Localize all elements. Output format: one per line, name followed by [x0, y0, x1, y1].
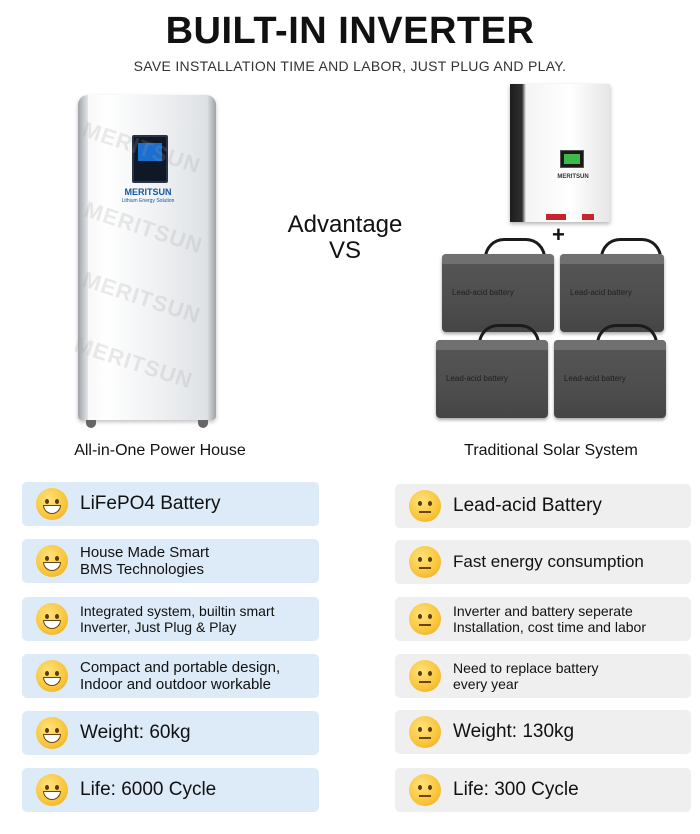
disadvantage-item: Weight: 130kg — [395, 710, 691, 754]
battery-label: Lead-acid battery — [570, 288, 632, 297]
advantage-item-text: Weight: 60kg — [80, 723, 191, 743]
advantage-item-line: Life: 6000 Cycle — [80, 779, 217, 800]
battery-label: Lead-acid battery — [452, 288, 514, 297]
inverter-image: MERITSUN — [510, 84, 610, 222]
vs-text: VS — [328, 237, 361, 264]
disadvantage-item-text: Lead-acid Battery — [453, 496, 602, 516]
disadvantage-item: Life: 300 Cycle — [395, 768, 691, 812]
neutral-face-icon — [409, 774, 441, 806]
disadvantage-item: Need to replace battery every year — [395, 654, 691, 698]
lead-acid-battery-image: Lead-acid battery — [442, 254, 554, 332]
watermark: MERITSUN — [79, 266, 204, 329]
battery-handle — [478, 324, 540, 347]
battery-lid — [554, 340, 666, 350]
grinning-face-icon — [36, 488, 68, 520]
disadvantage-item: Fast energy consumption — [395, 540, 691, 584]
inverter-terminal — [546, 214, 566, 220]
disadvantage-item: Inverter and battery seperate Installati… — [395, 597, 691, 641]
unit-foot — [198, 420, 208, 428]
neutral-face-icon — [409, 660, 441, 692]
neutral-face-icon — [409, 546, 441, 578]
disadvantage-item-line: Weight: 130kg — [453, 721, 575, 742]
unit-display-panel — [138, 143, 162, 161]
advantage-item-line: Compact and portable design, — [80, 659, 281, 676]
advantage-text: Advantage — [287, 211, 403, 238]
page-title: BUILT-IN INVERTER — [165, 10, 535, 52]
battery-lid — [442, 254, 554, 264]
advantage-item: Life: 6000 Cycle — [22, 768, 319, 812]
unit-edge-right — [206, 95, 216, 420]
unit-brand-logo: MERITSUN — [124, 187, 172, 197]
page-subtitle: SAVE INSTALLATION TIME AND LABOR, JUST P… — [133, 58, 567, 74]
grinning-face-icon — [36, 774, 68, 806]
advantage-item-line: LiFePO4 Battery — [80, 493, 221, 514]
lead-acid-battery-image: Lead-acid battery — [560, 254, 664, 332]
disadvantage-item: Lead-acid Battery — [395, 484, 691, 528]
grinning-face-icon — [36, 603, 68, 635]
left-caption: All-in-One Power House — [74, 442, 246, 459]
disadvantage-item-line: Need to replace battery — [453, 660, 599, 676]
disadvantage-item-text: Fast energy consumption — [453, 552, 644, 572]
disadvantage-item-text: Inverter and battery seperate Installati… — [453, 603, 646, 635]
disadvantage-item-text: Life: 300 Cycle — [453, 780, 579, 800]
advantage-item-line: Indoor and outdoor workable — [80, 676, 271, 693]
advantage-item-line: Integrated system, builtin smart — [80, 603, 275, 619]
watermark: MERITSUN — [71, 331, 196, 394]
disadvantage-item-line: Lead-acid Battery — [453, 495, 602, 516]
battery-handle — [600, 238, 662, 261]
disadvantage-item-text: Weight: 130kg — [453, 722, 574, 742]
advantage-item-text: Compact and portable design, Indoor and … — [80, 659, 280, 693]
advantage-item-text: Life: 6000 Cycle — [80, 780, 216, 800]
inverter-screen-panel — [564, 154, 580, 164]
inverter-screen — [560, 150, 584, 168]
advantage-item-text: House Made Smart BMS Technologies — [80, 544, 209, 578]
neutral-face-icon — [409, 490, 441, 522]
advantage-item: Weight: 60kg — [22, 711, 319, 755]
lead-acid-battery-image: Lead-acid battery — [554, 340, 666, 418]
advantage-item: LiFePO4 Battery — [22, 482, 319, 526]
disadvantage-item-line: every year — [453, 676, 519, 692]
inverter-brand-logo: MERITSUN — [557, 174, 589, 180]
unit-edge-left — [78, 95, 88, 420]
watermark: MERITSUN — [81, 196, 206, 259]
battery-label: Lead-acid battery — [564, 374, 626, 383]
plus-sign: + — [552, 222, 565, 247]
advantage-vs-label: Advantage VS — [270, 212, 420, 264]
battery-label: Lead-acid battery — [446, 374, 508, 383]
battery-handle — [596, 324, 658, 347]
disadvantage-item-line: Life: 300 Cycle — [453, 779, 579, 800]
right-caption: Traditional Solar System — [464, 442, 638, 459]
advantage-item-line: BMS Technologies — [80, 561, 204, 578]
unit-display-screen — [132, 135, 168, 183]
disadvantage-item-line: Inverter and battery seperate — [453, 603, 633, 619]
inverter-terminal — [582, 214, 594, 220]
all-in-one-power-house-image: MERITSUN Lithium Energy Solution MERITSU… — [71, 95, 216, 428]
advantage-item-line: House Made Smart — [80, 544, 210, 561]
battery-handle — [484, 238, 546, 261]
battery-lid — [560, 254, 664, 264]
grinning-face-icon — [36, 717, 68, 749]
unit-foot — [86, 420, 96, 428]
battery-lid — [436, 340, 548, 350]
disadvantage-item-text: Need to replace battery every year — [453, 660, 599, 692]
advantage-item: House Made Smart BMS Technologies — [22, 539, 319, 583]
advantage-item: Compact and portable design, Indoor and … — [22, 654, 319, 698]
advantage-item-line: Weight: 60kg — [80, 722, 191, 743]
advantage-item-text: LiFePO4 Battery — [80, 494, 220, 514]
grinning-face-icon — [36, 660, 68, 692]
disadvantage-item-line: Fast energy consumption — [453, 552, 644, 571]
neutral-face-icon — [409, 603, 441, 635]
grinning-face-icon — [36, 545, 68, 577]
advantage-item-line: Inverter, Just Plug & Play — [80, 619, 237, 635]
lead-acid-battery-image: Lead-acid battery — [436, 340, 548, 418]
advantage-item: Integrated system, builtin smart Inverte… — [22, 597, 319, 641]
neutral-face-icon — [409, 716, 441, 748]
disadvantage-item-line: Installation, cost time and labor — [453, 619, 646, 635]
advantage-item-text: Integrated system, builtin smart Inverte… — [80, 603, 275, 635]
unit-brand-tagline: Lithium Energy Solution — [121, 198, 175, 204]
